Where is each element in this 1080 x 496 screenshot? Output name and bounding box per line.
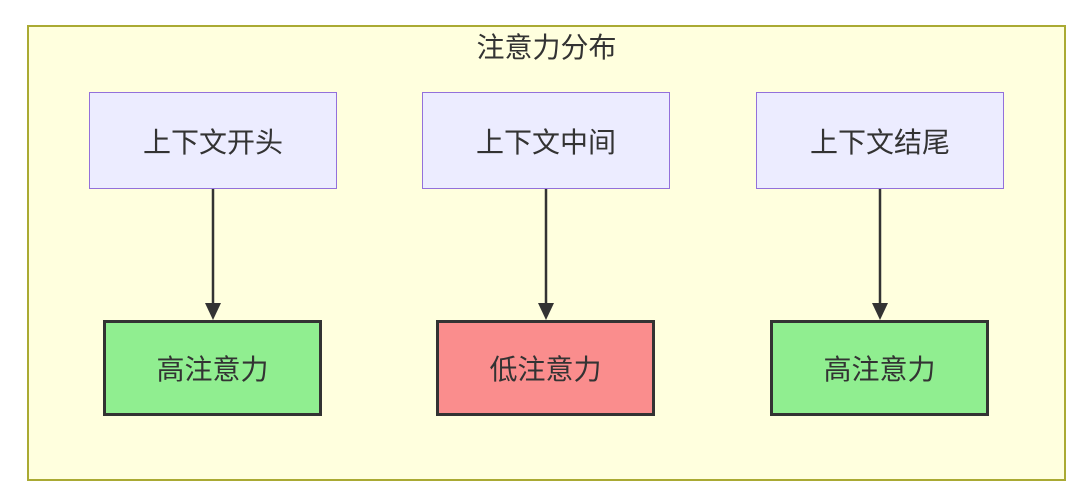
node-context-end-label: 上下文结尾 [809, 126, 950, 158]
node-context-middle: 上下文中间 [422, 92, 670, 189]
diagram-title: 注意力分布 [476, 32, 617, 63]
subgraph-attention-distribution: 注意力分布 上下文开头 高注意力 上下文中间 低注意力 上下文结尾 [27, 25, 1066, 481]
node-high-attention-right-label: 高注意力 [823, 354, 936, 385]
node-low-attention-middle: 低注意力 [436, 320, 655, 416]
node-context-start-label: 上下文开头 [142, 126, 283, 158]
node-high-attention-left-label: 高注意力 [156, 354, 269, 385]
node-high-attention-left: 高注意力 [103, 320, 322, 416]
node-context-middle-label: 上下文中间 [475, 126, 616, 158]
node-context-end: 上下文结尾 [756, 92, 1004, 189]
edge-context-end-to-high-attention [872, 189, 888, 320]
node-high-attention-right: 高注意力 [770, 320, 989, 416]
edge-context-middle-to-low-attention [538, 189, 554, 320]
node-context-start: 上下文开头 [89, 92, 337, 189]
node-low-attention-middle-label: 低注意力 [489, 354, 602, 385]
arrowhead-down-icon [872, 303, 888, 320]
arrowhead-down-icon [538, 303, 554, 320]
edge-context-start-to-high-attention [205, 189, 221, 320]
arrowhead-down-icon [205, 303, 221, 320]
